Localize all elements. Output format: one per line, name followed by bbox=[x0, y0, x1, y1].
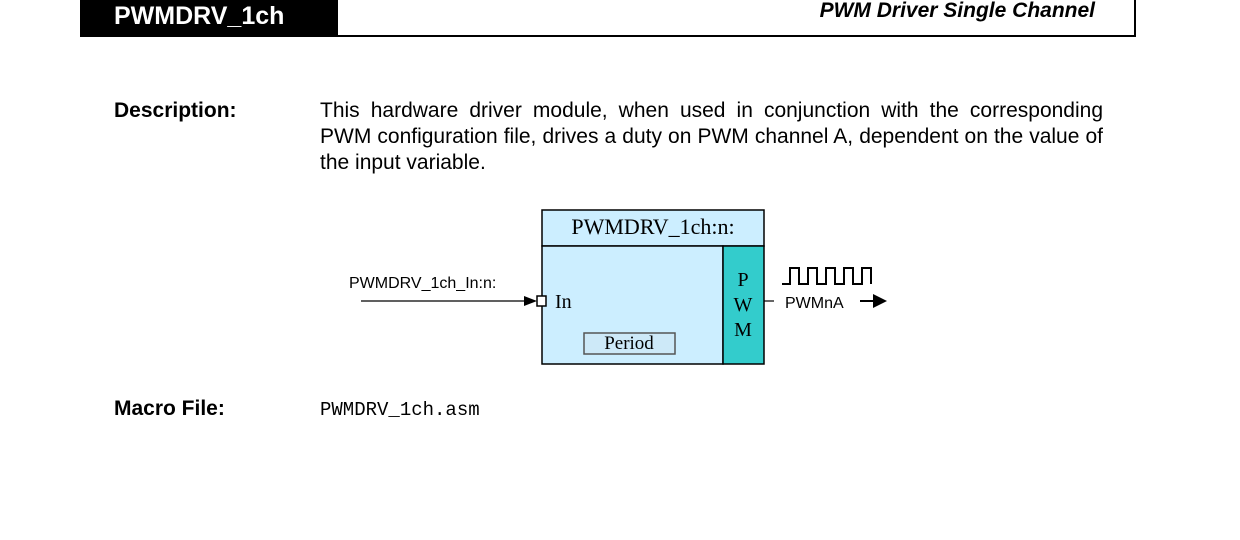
module-name-tab: PWMDRV_1ch bbox=[80, 0, 338, 35]
period-box bbox=[583, 332, 676, 355]
pwm-section bbox=[722, 245, 765, 365]
block-title-box bbox=[541, 209, 765, 247]
output-net-label: PWMnA bbox=[785, 295, 844, 312]
input-net-label: PWMDRV_1ch_In:n: bbox=[349, 275, 496, 292]
macro-file-name: PWMDRV_1ch.asm bbox=[320, 399, 480, 421]
module-title: PWM Driver Single Channel bbox=[819, 0, 1095, 22]
output-arrow-icon bbox=[873, 294, 887, 308]
pwm-letter-p: P bbox=[737, 269, 748, 291]
pwm-letter-m: M bbox=[734, 319, 752, 341]
input-pin-icon bbox=[536, 295, 547, 307]
input-pin-label: In bbox=[555, 291, 572, 313]
block-title: PWMDRV_1ch:n: bbox=[571, 214, 734, 239]
description-label: Description: bbox=[114, 99, 237, 122]
macro-file-label: Macro File: bbox=[114, 397, 225, 420]
page-header: PWMDRV_1ch PWM Driver Single Channel bbox=[80, 0, 1136, 37]
pwm-waveform-icon bbox=[782, 267, 872, 285]
description-text: This hardware driver module, when used i… bbox=[320, 99, 1103, 174]
period-label: Period bbox=[604, 333, 654, 354]
pwm-letter-w: W bbox=[734, 294, 753, 316]
input-arrow-icon bbox=[524, 296, 537, 306]
